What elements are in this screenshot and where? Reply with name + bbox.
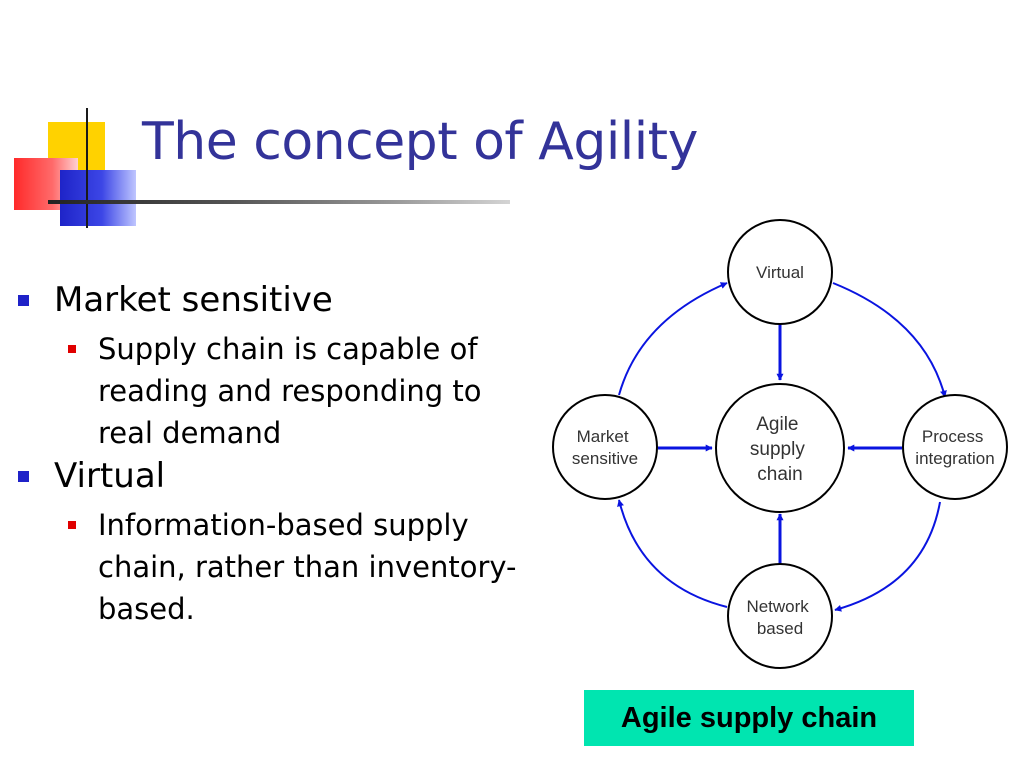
deco-blue-square [60,170,136,226]
node-market-sensitive-label: Market sensitive [572,427,638,468]
sub-bullet-text: Supply chain is capable of reading and r… [98,332,482,450]
sub-bullet-reading-demand: Supply chain is capable of reading and r… [14,328,524,454]
sub-bullet-marker [68,521,76,529]
node-process-integration [902,394,1008,500]
node-virtual [727,219,833,325]
bullet-list: Market sensitive Supply chain is capable… [14,278,524,630]
slide-title: The concept of Agility [142,112,698,172]
bullet-marker [18,295,29,306]
bullet-virtual: Virtual [14,454,524,498]
deco-vertical-line [86,108,88,228]
bullet-marker [18,471,29,482]
node-agile-supply-chain [715,383,845,513]
node-virtual-label: Virtual [756,263,804,282]
bullet-text: Virtual [54,456,166,496]
node-process-integration-label: Process integration [915,427,994,468]
sub-bullet-marker [68,345,76,353]
bullet-text: Market sensitive [54,280,333,320]
arrow-process-to-network [834,501,941,612]
title-underline [48,200,510,204]
bullet-market-sensitive: Market sensitive [14,278,524,322]
sub-bullet-text: Information-based supply chain, rather t… [98,508,517,626]
arrow-market-to-virtual [618,282,728,396]
node-network-based [727,563,833,669]
arrow-network-to-market [617,499,728,608]
node-network-based-label: Network based [746,597,813,638]
diagram-caption: Agile supply chain [584,690,914,746]
node-agile-supply-chain-label: Agile supply chain [750,414,810,485]
node-market-sensitive [552,394,658,500]
arrow-virtual-to-process [832,282,947,398]
sub-bullet-information-based: Information-based supply chain, rather t… [14,504,524,630]
